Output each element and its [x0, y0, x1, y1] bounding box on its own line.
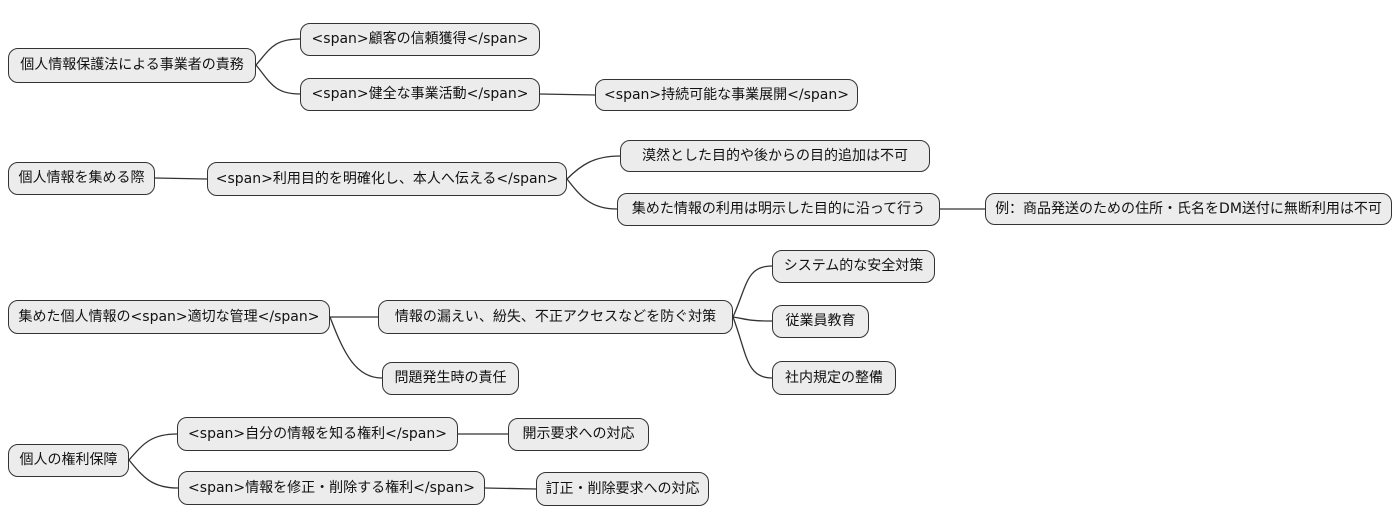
edge-right-to-correct-correction: [484, 487, 537, 490]
node-right-to-know: <span>自分の情報を知る権利</span>: [177, 417, 458, 451]
edge-operator-duty-sound-business: [255, 64, 301, 95]
node-sustainable-business: <span>持続可能な事業展開</span>: [595, 79, 858, 111]
edge-individual-rights-right-to-know: [128, 433, 178, 461]
node-correction-response: 訂正・削除要求への対応: [536, 472, 709, 506]
edge-clarify-purpose-use-as-stated: [566, 178, 618, 210]
edge-clarify-purpose-vague-purpose: [566, 155, 621, 180]
node-dm-example: 例：商品発送のための住所・氏名をDM送付に無断利用は不可: [985, 193, 1392, 225]
node-proper-management: 集めた個人情報の<span>適切な管理</span>: [8, 300, 330, 334]
node-incident-responsibility: 問題発生時の責任: [382, 362, 519, 395]
node-use-as-stated: 集めた情報の利用は明示した目的に沿って行う: [617, 193, 940, 226]
node-internal-rules: 社内規定の整備: [772, 361, 896, 395]
node-operator-duty: 個人情報保護法による事業者の責務: [8, 48, 256, 83]
node-clarify-purpose: <span>利用目的を明確化し、本人へ伝える</span>: [207, 162, 567, 196]
node-sound-business: <span>健全な事業活動</span>: [300, 78, 540, 111]
node-vague-purpose-ng: 漠然とした目的や後からの目的追加は不可: [620, 140, 930, 172]
node-right-to-correct: <span>情報を修正・削除する権利</span>: [178, 471, 485, 505]
edge-operator-duty-customer-trust: [255, 38, 301, 66]
edge-prevent-leak-internal-rules: [732, 316, 773, 379]
node-collecting-info: 個人情報を集める際: [8, 162, 155, 195]
node-employee-education: 従業員教育: [772, 305, 869, 338]
node-customer-trust: <span>顧客の信頼獲得</span>: [300, 23, 540, 56]
edge-prevent-leak-system-security: [732, 265, 773, 318]
edge-individual-rights-right-to-correct: [128, 459, 179, 489]
edge-prevent-leak-employee-education: [732, 316, 773, 322]
edge-collecting-info-clarify-purpose: [154, 177, 208, 180]
node-disclosure-response: 開示要求への対応: [508, 418, 649, 451]
node-prevent-leak-measures: 情報の漏えい、紛失、不正アクセスなどを防ぐ対策: [378, 300, 733, 334]
node-individual-rights: 個人の権利保障: [8, 444, 129, 477]
node-system-security: システム的な安全対策: [772, 250, 935, 283]
edge-proper-management-incident: [329, 316, 383, 379]
edge-sound-business-sustainable: [539, 93, 596, 96]
